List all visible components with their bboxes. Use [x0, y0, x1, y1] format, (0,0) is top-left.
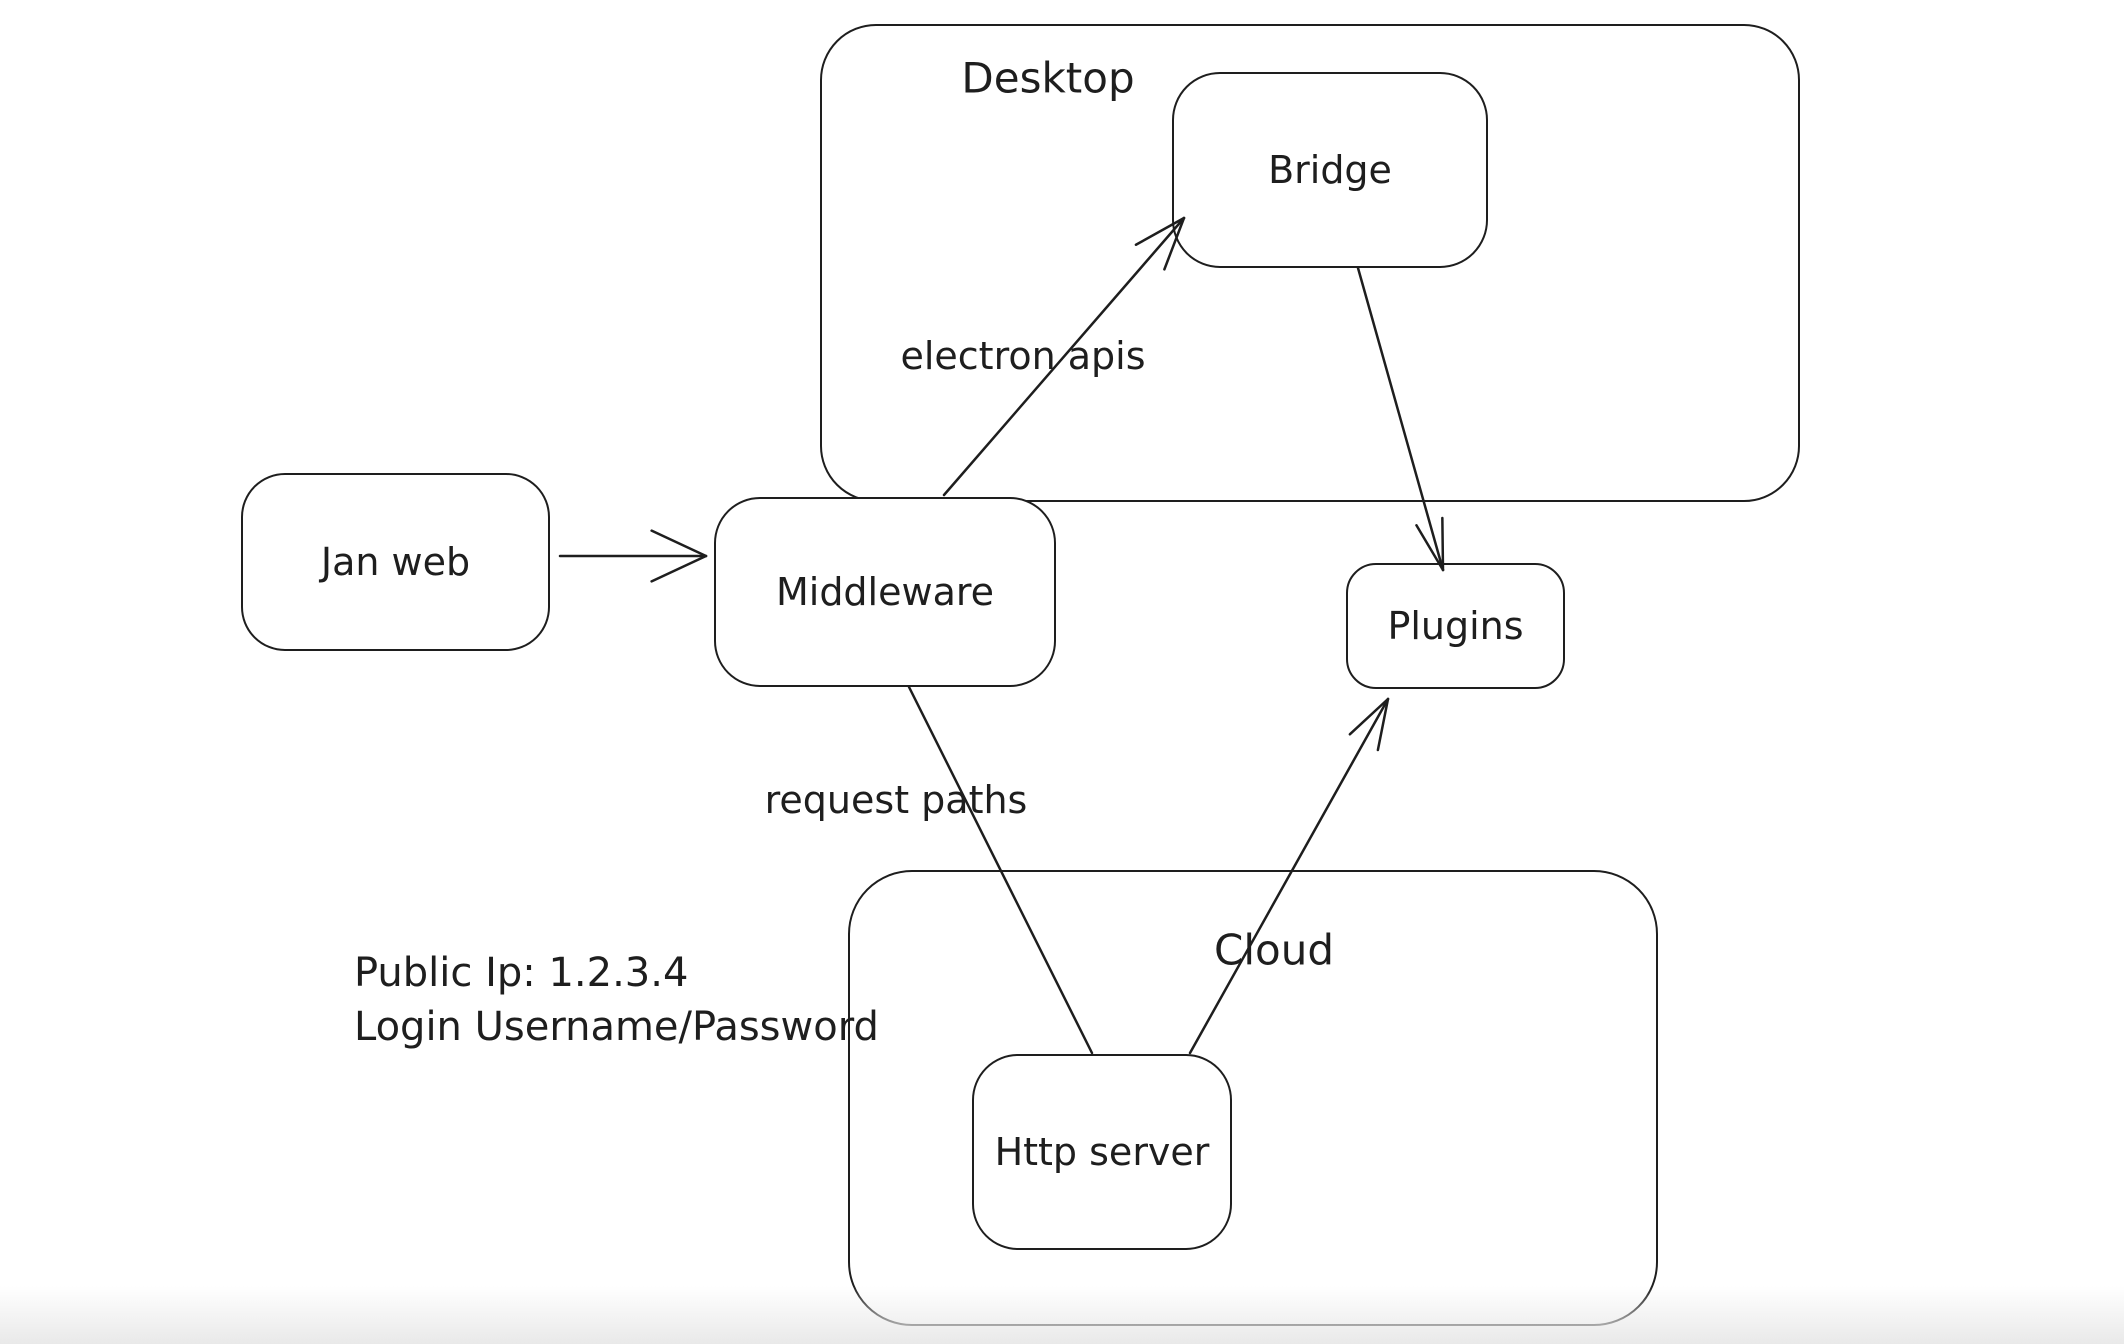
arrowhead-http-server-to-plugins	[1348, 697, 1390, 736]
container-cloud-label: Cloud	[1214, 925, 1334, 975]
container-desktop-label: Desktop	[961, 53, 1135, 103]
container-desktop[interactable]	[820, 24, 1800, 502]
arrowhead-http-server-to-plugins	[1376, 697, 1390, 752]
node-bridge[interactable]: Bridge	[1172, 72, 1488, 268]
note-line-login: Login Username/Password	[354, 1004, 879, 1050]
arrowhead-jan-web-to-middleware	[650, 529, 708, 558]
node-http-server[interactable]: Http server	[972, 1054, 1232, 1250]
credentials-note[interactable]: Public Ip: 1.2.3.4 Login Username/Passwo…	[354, 946, 879, 1054]
edge-label-electron-apis[interactable]: electron apis	[900, 334, 1146, 378]
edge-label-request-paths[interactable]: request paths	[764, 778, 1028, 822]
node-plugins[interactable]: Plugins	[1346, 563, 1565, 689]
node-jan-web[interactable]: Jan web	[241, 473, 550, 651]
note-line-public-ip: Public Ip: 1.2.3.4	[354, 950, 689, 996]
edge-jan-web-to-middleware[interactable]	[558, 529, 708, 583]
window-bottom-shadow	[0, 1286, 2124, 1344]
node-middleware[interactable]: Middleware	[714, 497, 1056, 687]
arrowhead-jan-web-to-middleware	[650, 554, 708, 583]
